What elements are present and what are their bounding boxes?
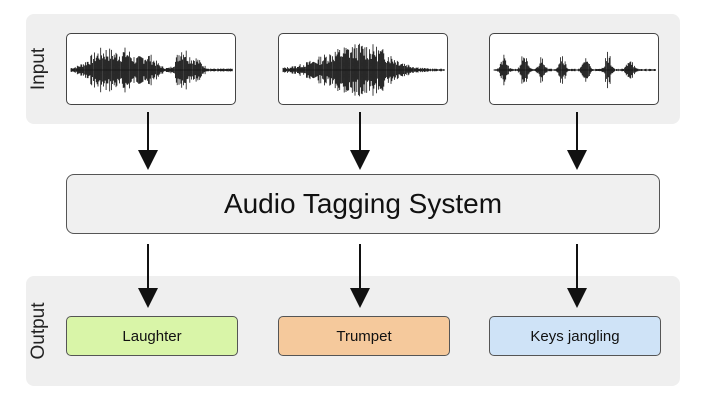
audio-tagging-system-box: Audio Tagging System xyxy=(66,174,660,234)
output-arrows xyxy=(138,244,587,308)
tag-laughter: Laughter xyxy=(66,316,238,356)
waveform-trumpet-icon xyxy=(282,43,445,97)
waveform-laughter-icon xyxy=(70,47,233,93)
tag-trumpet: Trumpet xyxy=(278,316,450,356)
input-arrows xyxy=(138,112,587,170)
waveform-laughter-box xyxy=(66,33,236,105)
waveform-keys-box xyxy=(489,33,659,105)
tag-keys-jangling: Keys jangling xyxy=(489,316,661,356)
waveform-trumpet-box xyxy=(278,33,448,105)
waveform-keys-icon xyxy=(493,51,656,89)
